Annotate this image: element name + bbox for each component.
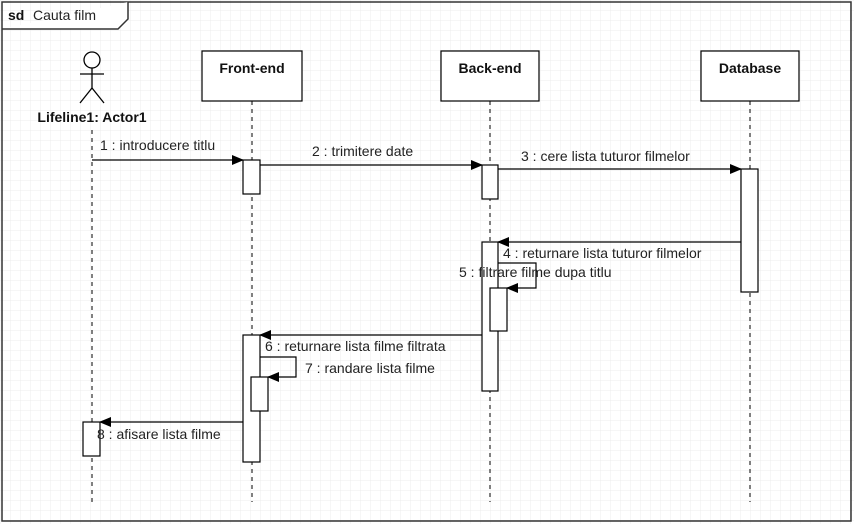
- activation-frontend-1: [242, 159, 261, 195]
- msg-1-label: 1 : introducere titlu: [100, 137, 215, 153]
- message-arrows: [92, 155, 742, 427]
- activation-database-1: [740, 168, 759, 293]
- frame-keyword: sd: [8, 7, 24, 23]
- msg-7-arrow: [260, 356, 297, 382]
- activation-backend-nested: [489, 287, 508, 332]
- msg-5-arrow: [498, 262, 537, 293]
- frame-title: Cauta film: [33, 7, 96, 23]
- actor-label: Lifeline1: Actor1: [37, 109, 146, 125]
- msg-2-label: 2 : trimitere date: [312, 143, 413, 159]
- activation-frontend-nested: [250, 376, 269, 412]
- lifeline-database-label: Database: [719, 60, 781, 76]
- activation-backend-1: [481, 164, 499, 200]
- msg-7-label: 7 : randare lista filme: [305, 360, 435, 376]
- msg-4-label: 4 : returnare lista tuturor filmelor: [503, 245, 702, 261]
- msg-6-label: 6 : returnare lista filme filtrata: [265, 338, 446, 354]
- lifeline-backend: Back-end: [440, 50, 540, 102]
- msg-3-label: 3 : cere lista tuturor filmelor: [521, 148, 690, 164]
- activation-bars: [82, 159, 759, 463]
- activation-actor: [82, 421, 101, 457]
- msg-8-label: 8 : afisare lista filme: [97, 426, 221, 442]
- lifeline-frontend: Front-end: [201, 50, 303, 102]
- actor-icon: [79, 51, 105, 104]
- msg-5-label: 5 : filtrare filme dupa titlu: [459, 264, 612, 280]
- sd-frame-tab: [2, 2, 129, 30]
- lifeline-frontend-label: Front-end: [219, 60, 284, 76]
- lifeline-backend-label: Back-end: [458, 60, 521, 76]
- lifeline-database: Database: [700, 50, 800, 102]
